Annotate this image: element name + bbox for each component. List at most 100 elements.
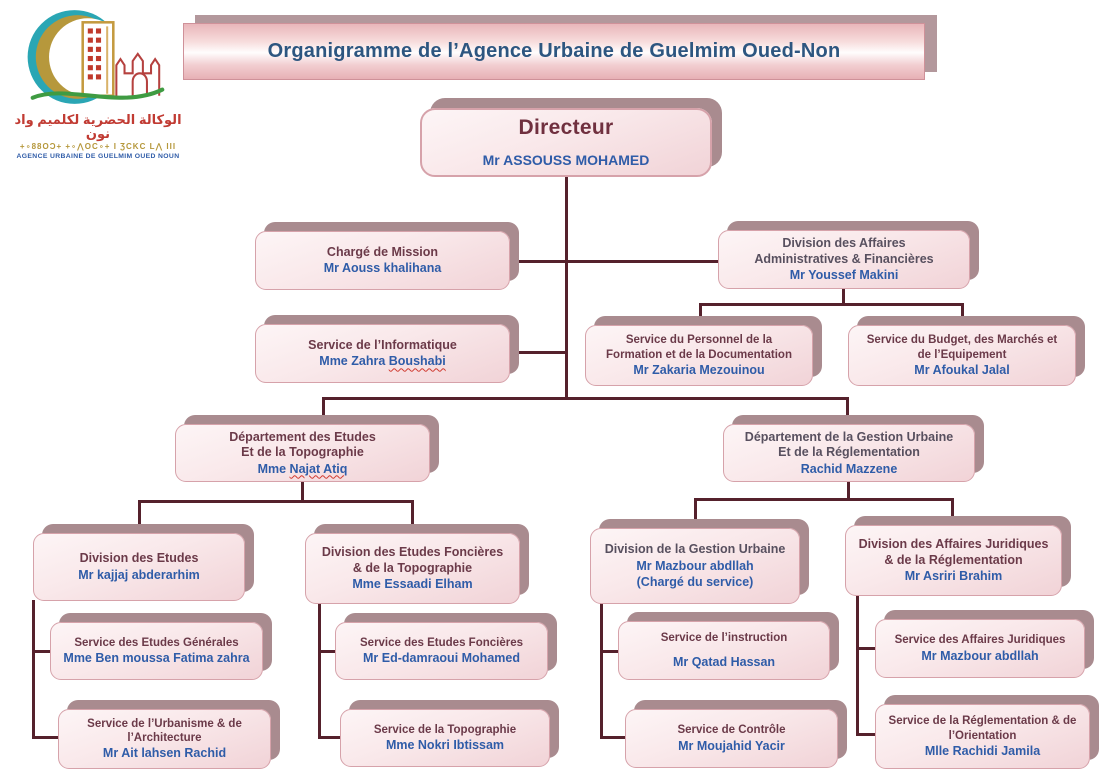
node-title: Administratives & Financières xyxy=(754,251,934,266)
page-title: Organigramme de l’Agence Urbaine de Guel… xyxy=(267,40,841,62)
connector xyxy=(694,498,954,501)
node-title: Chargé de Mission xyxy=(326,244,439,259)
node-title: Division des Affaires Juridiques xyxy=(858,537,1049,551)
node-person: Mme Nokri Ibtissam xyxy=(385,738,505,753)
connector xyxy=(32,736,58,739)
node-title: Service des Affaires Juridiques xyxy=(894,634,1066,647)
connector xyxy=(961,303,964,327)
connector xyxy=(842,288,845,306)
connector xyxy=(32,650,50,653)
org-node-departement-etudes-topographie: Département des Etudes Et de la Topograp… xyxy=(175,424,430,482)
node-title: Service de Contrôle xyxy=(677,724,786,737)
node-title: Département de la Gestion Urbaine xyxy=(744,429,954,444)
node-title: & de la Réglementation xyxy=(884,552,1023,567)
node-person: Mr Youssef Makini xyxy=(789,268,899,282)
org-node-division-etudes-foncieres-topographie: Division des Etudes Foncières & de la To… xyxy=(305,533,520,604)
node-title: Division de la Gestion Urbaine xyxy=(604,542,786,557)
node-title: l’Orientation xyxy=(948,729,1017,742)
connector xyxy=(600,603,603,739)
connector xyxy=(322,397,325,424)
connector xyxy=(565,177,568,399)
node-title: l’Architecture xyxy=(127,732,202,744)
logo-latin-text: AGENCE URBAINE DE GUELMIM OUED NOUN xyxy=(16,152,180,160)
node-person: Mr Zakaria Mezouinou xyxy=(633,362,765,377)
org-node-service-etudes-foncieres: Service des Etudes Foncières Mr Ed-damra… xyxy=(335,622,548,680)
connector xyxy=(856,595,859,735)
node-person: Mr Ait lahsen Rachid xyxy=(102,746,227,761)
org-node-division-gestion-urbaine: Division de la Gestion Urbaine Mr Mazbou… xyxy=(590,528,800,604)
logo-tifinagh-text: +∘88OƆ+ +∘⋀OC∘+ I ƷCKC L⋀ III xyxy=(19,141,177,151)
node-title: Division des Etudes Foncières xyxy=(321,545,504,559)
org-node-service-instruction: Service de l’instruction Mr Qatad Hassan xyxy=(618,621,830,680)
connector xyxy=(138,500,141,533)
node-person: Mme Ben moussa Fatima zahra xyxy=(63,651,250,666)
node-person: Mr Mazbour abdllah xyxy=(921,648,1039,663)
connector xyxy=(301,481,304,502)
node-title: & de la Topographie xyxy=(352,560,473,575)
connector xyxy=(322,397,849,400)
node-title: Service des Etudes Foncières xyxy=(360,636,523,649)
node-person: Mme Najat Atiq xyxy=(257,461,348,476)
node-person: Mr kajjaj abderarhim xyxy=(78,567,200,582)
node-title: Formation et de la Documentation xyxy=(606,348,792,361)
org-node-charge-mission: Chargé de Mission Mr Aouss khalihana xyxy=(255,231,510,290)
logo-arabic-text: الوكالة الحضرية لكلميم واد نون xyxy=(14,112,182,142)
node-title: Directeur xyxy=(518,116,614,140)
org-node-service-budget-marches-equipement: Service du Budget, des Marchés et de l’E… xyxy=(848,325,1076,386)
connector xyxy=(951,498,954,525)
org-node-division-etudes: Division des Etudes Mr kajjaj abderarhim xyxy=(33,533,245,601)
agency-logo-icon xyxy=(27,10,165,104)
org-node-service-affaires-juridiques: Service des Affaires Juridiques Mr Mazbo… xyxy=(875,619,1085,678)
node-title: Service du Personnel de la xyxy=(625,334,773,347)
connector xyxy=(318,603,321,739)
connector xyxy=(600,650,618,653)
connector xyxy=(510,260,718,263)
node-person: Mr Moujahid Yacir xyxy=(678,738,785,753)
connector xyxy=(846,397,849,424)
node-title: Service des Etudes Générales xyxy=(74,636,239,649)
connector xyxy=(32,600,35,739)
connector xyxy=(510,351,567,354)
node-title: Division des Affaires xyxy=(782,236,906,250)
node-person: Mr Ed-damraoui Mohamed xyxy=(363,651,520,666)
node-person: Mme Essaadi Elham xyxy=(352,577,473,591)
connector xyxy=(411,500,414,533)
agency-logo: الوكالة الحضرية لكلميم واد نون +∘88OƆ+ +… xyxy=(8,6,188,162)
connector xyxy=(694,498,697,528)
node-person: Mr ASSOUSS MOHAMED xyxy=(482,152,650,169)
org-node-service-topographie: Service de la Topographie Mme Nokri Ibti… xyxy=(340,709,550,767)
connector xyxy=(847,481,850,500)
node-person: Rachid Mazzene xyxy=(800,461,898,476)
connector xyxy=(856,733,875,736)
org-node-service-personnel-formation-documentation: Service du Personnel de la Formation et … xyxy=(585,325,813,386)
node-title: Service de l’Informatique xyxy=(308,337,457,352)
node-title: Département des Etudes xyxy=(229,429,376,444)
node-title: Service de l’instruction xyxy=(660,632,788,645)
node-person: Mr Mazbour abdllah xyxy=(636,558,754,573)
node-person: Mr Qatad Hassan xyxy=(672,654,776,669)
node-title: Et de la Topographie xyxy=(241,445,364,459)
node-title: Service de la Topographie xyxy=(373,723,517,736)
node-title: Service du Budget, des Marchés et xyxy=(866,334,1058,347)
org-node-departement-gestion-urbaine-reglementation: Département de la Gestion Urbaine Et de … xyxy=(723,424,975,482)
connector xyxy=(699,303,964,306)
org-node-directeur: Directeur Mr ASSOUSS MOHAMED xyxy=(420,108,712,177)
node-person: Mr Asriri Brahim xyxy=(904,569,1003,583)
org-node-service-urbanisme-architecture: Service de l’Urbanisme & de l’Architectu… xyxy=(58,709,271,769)
connector xyxy=(138,500,414,503)
node-person: Mme Zahra Boushabi xyxy=(319,354,446,369)
org-node-service-controle: Service de Contrôle Mr Moujahid Yacir xyxy=(625,709,838,768)
org-node-division-affaires-admin-financieres: Division des Affaires Administratives & … xyxy=(718,230,970,289)
connector xyxy=(318,650,335,653)
org-node-service-informatique: Service de l’Informatique Mme Zahra Bous… xyxy=(255,324,510,383)
node-title: Service de la Réglementation & de xyxy=(888,715,1077,728)
connector xyxy=(699,303,702,327)
node-person: Mr Aouss khalihana xyxy=(323,261,442,276)
node-person: Mr Afoukal Jalal xyxy=(914,362,1010,377)
connector xyxy=(856,647,875,650)
node-title: Et de la Réglementation xyxy=(778,445,920,459)
connector xyxy=(600,736,625,739)
node-title: Service de l’Urbanisme & de xyxy=(87,717,242,730)
node-person: (Chargé du service) xyxy=(636,574,754,589)
